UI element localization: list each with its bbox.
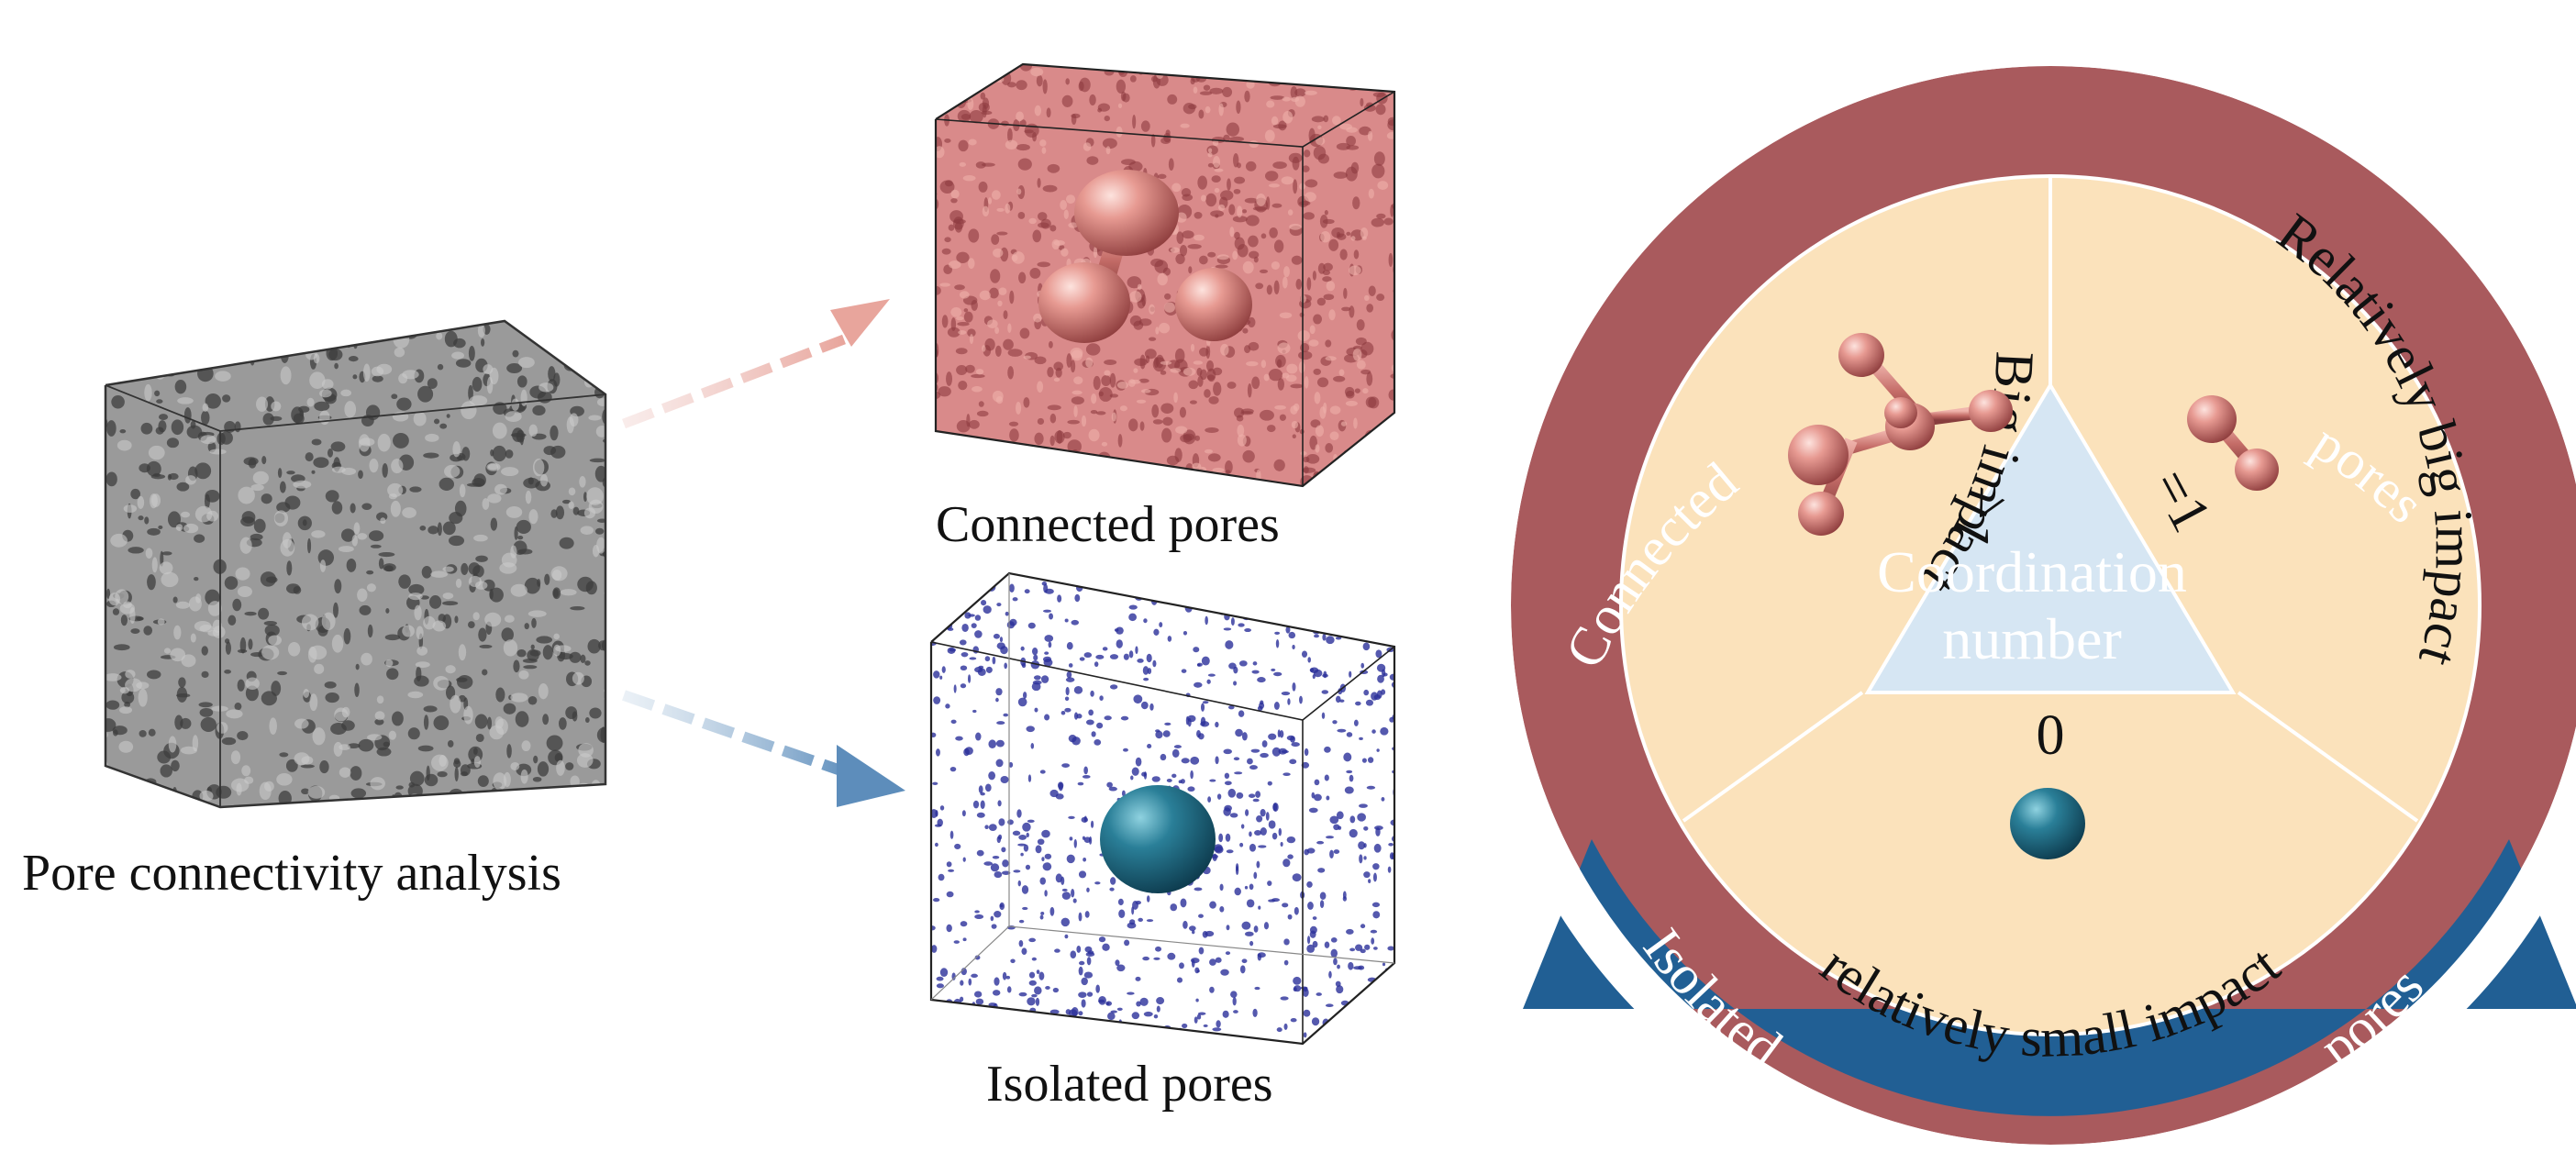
connected-pores-label: Connected pores — [936, 496, 1280, 553]
isolated-pores-label: Isolated pores — [986, 1056, 1273, 1113]
pair-molecule-icon — [2187, 395, 2279, 491]
connected-molecule-icon — [1038, 170, 1252, 343]
center-label-line2: number — [1942, 606, 2122, 671]
ring-isolated — [1523, 839, 2576, 1116]
cn-value-zero: 0 — [2037, 704, 2065, 767]
branched-molecule-icon — [1788, 333, 2013, 536]
analysis-label: Pore connectivity analysis — [22, 845, 561, 902]
center-label-line1: Coordination — [1877, 539, 2187, 604]
isolated-pores-cube — [929, 571, 1396, 1046]
center-triangle — [1864, 382, 2237, 694]
connected-pores-cube — [934, 62, 1396, 488]
isolated-ball-icon — [2010, 788, 2085, 859]
arrow-to-isolated — [622, 690, 905, 807]
isolated-sphere-icon — [1100, 785, 1216, 893]
porous-media-cube — [104, 319, 607, 809]
arrow-to-connected — [622, 299, 890, 429]
coordination-wheel: Connected pores Isolated pores Big impac… — [1471, 26, 2576, 1152]
